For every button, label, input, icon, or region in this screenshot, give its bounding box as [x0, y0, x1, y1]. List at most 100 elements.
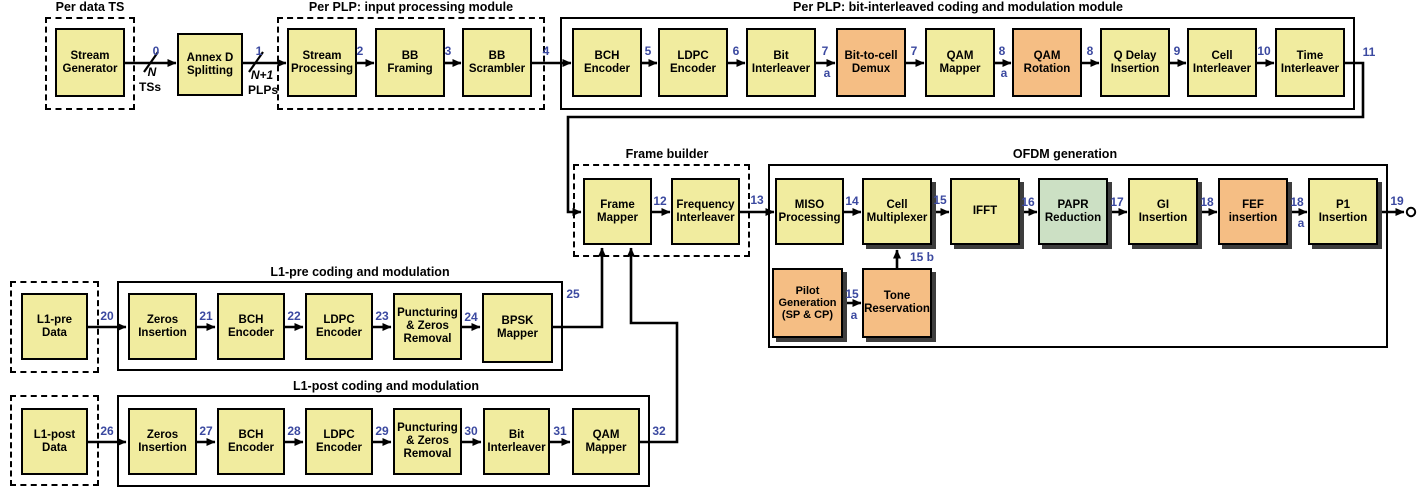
edge-label-25: 25 — [566, 287, 580, 301]
block-bit-to-cell-demux: Bit-to-cell Demux — [836, 28, 906, 97]
block-frame-mapper: Frame Mapper — [583, 178, 652, 245]
title-l1post-coding: L1-post coding and modulation — [292, 379, 480, 393]
edge-label-28: 28 — [287, 424, 301, 438]
block-l1pre-data: L1-pre Data — [21, 293, 88, 360]
block-l1pre-zeros-insertion: Zeros Insertion — [128, 293, 197, 360]
block-stream-generator: Stream Generator — [55, 28, 125, 97]
edge-label-13: 13 — [750, 193, 764, 207]
slash-n-ts — [143, 51, 159, 73]
title-frame-builder: Frame builder — [625, 147, 709, 161]
block-l1post-bch-encoder: BCH Encoder — [217, 408, 285, 475]
block-miso-processing: MISO Processing — [775, 178, 844, 245]
group-l1post-data — [10, 395, 99, 486]
edge-label-1: 1 — [255, 44, 263, 58]
block-l1post-qam-mapper: QAM Mapper — [572, 408, 640, 475]
edge-label-12: 12 — [653, 194, 667, 208]
output-terminal-circle — [1405, 206, 1417, 218]
edge-label-26: 26 — [100, 424, 114, 438]
edge-label-19: 19 — [1390, 194, 1404, 208]
block-papr-reduction: PAPR Reduction — [1038, 178, 1108, 245]
edge-label-24: 24 — [464, 310, 478, 324]
block-l1post-zeros-insertion: Zeros Insertion — [128, 408, 197, 475]
block-l1pre-puncturing: Puncturing & Zeros Removal — [393, 293, 462, 360]
block-qam-rotation: QAM Rotation — [1012, 28, 1082, 97]
edge-label-14: 14 — [845, 194, 859, 208]
edge-label-27: 27 — [199, 424, 213, 438]
group-ofdm-generation — [768, 164, 1388, 348]
annotation-plps: PLPs — [247, 83, 279, 97]
edge-label-16: 16 — [1021, 195, 1035, 209]
block-p1-insertion: P1 Insertion — [1308, 178, 1378, 245]
block-stream-processing: Stream Processing — [287, 28, 357, 97]
title-l1pre-coding: L1-pre coding and modulation — [270, 265, 450, 279]
block-frequency-interleaver: Frequency Interleaver — [671, 178, 740, 245]
block-pilot-generation: Pilot Generation (SP & CP) — [772, 268, 843, 338]
block-bb-scrambler: BB Scrambler — [462, 28, 532, 97]
block-tone-reservation: Tone Reservation — [862, 268, 932, 338]
edge-label-0: 0 — [152, 44, 160, 58]
block-ldpc-encoder: LDPC Encoder — [658, 28, 728, 97]
edge-label-18: 18 — [1200, 195, 1214, 209]
block-qam-mapper: QAM Mapper — [925, 28, 995, 97]
edge-label-21: 21 — [199, 309, 213, 323]
edge-label-29: 29 — [375, 424, 389, 438]
arrow-11-feedback — [566, 61, 1365, 216]
edge-label-32: 32 — [652, 424, 666, 438]
block-ifft: IFFT — [950, 178, 1020, 245]
edge-label-31: 31 — [553, 424, 567, 438]
edge-label-7: 7 — [910, 44, 918, 58]
block-l1pre-ldpc-encoder: LDPC Encoder — [305, 293, 373, 360]
block-l1post-ldpc-encoder: LDPC Encoder — [305, 408, 373, 475]
block-bb-framing: BB Framing — [375, 28, 445, 97]
block-time-interleaver: Time Interleaver — [1275, 28, 1345, 97]
block-cell-multiplexer: Cell Multiplexer — [862, 178, 932, 245]
slash-n-plus-1 — [248, 51, 264, 73]
block-gi-insertion: GI Insertion — [1128, 178, 1198, 245]
title-input-processing: Per PLP: input processing module — [308, 0, 514, 14]
title-per-data-ts: Per data TS — [55, 0, 125, 14]
block-annex-d-splitting: Annex D Splitting — [177, 33, 243, 96]
edge-label-15a-sub: a — [850, 308, 858, 322]
edge-label-15: 15 — [933, 193, 947, 207]
block-fef-insertion: FEF insertion — [1218, 178, 1288, 245]
edge-label-15b: 15 b — [909, 250, 935, 264]
edge-label-5: 5 — [644, 44, 652, 58]
edge-label-18a-sub: a — [1297, 216, 1305, 230]
edge-label-8: 8 — [1086, 44, 1094, 58]
edge-label-4: 4 — [542, 44, 550, 58]
edge-label-18a-num: 18 — [1290, 195, 1304, 209]
arrow-25-to-frame-mapper — [553, 247, 606, 329]
edge-label-8a-num: 8 — [998, 44, 1006, 58]
edge-label-20: 20 — [100, 309, 114, 323]
edge-label-9: 9 — [1173, 44, 1181, 58]
edge-label-17: 17 — [1110, 195, 1124, 209]
annotation-n-plus-1: N+1 — [250, 68, 274, 82]
block-l1post-bit-interleaver: Bit Interleaver — [483, 408, 550, 475]
block-bch-encoder: BCH Encoder — [572, 28, 642, 97]
edge-label-8a-sub: a — [1000, 66, 1008, 80]
block-cell-interleaver: Cell Interleaver — [1187, 28, 1257, 97]
edge-label-7a-num: 7 — [821, 44, 829, 58]
edge-label-11: 11 — [1362, 45, 1376, 59]
block-l1post-puncturing: Puncturing & Zeros Removal — [393, 408, 462, 475]
edge-label-7a-sub: a — [823, 66, 831, 80]
block-q-delay-insertion: Q Delay Insertion — [1100, 28, 1170, 97]
edge-label-6: 6 — [732, 44, 740, 58]
title-bicm: Per PLP: bit-interleaved coding and modu… — [793, 0, 1123, 14]
edge-label-10: 10 — [1257, 44, 1271, 58]
annotation-n-streams: N — [147, 65, 157, 79]
block-bit-interleaver: Bit Interleaver — [746, 28, 816, 97]
edge-label-2: 2 — [356, 44, 364, 58]
edge-label-22: 22 — [287, 309, 301, 323]
block-l1pre-bch-encoder: BCH Encoder — [217, 293, 285, 360]
edge-label-3: 3 — [444, 44, 452, 58]
arrow-32-to-frame-mapper — [627, 247, 679, 444]
block-l1pre-bpsk-mapper: BPSK Mapper — [482, 293, 553, 363]
edge-label-23: 23 — [375, 309, 389, 323]
annotation-tss: TSs — [138, 80, 162, 94]
edge-label-15a-num: 15 — [845, 287, 859, 301]
edge-label-30: 30 — [464, 424, 478, 438]
title-ofdm-generation: OFDM generation — [1012, 147, 1118, 161]
